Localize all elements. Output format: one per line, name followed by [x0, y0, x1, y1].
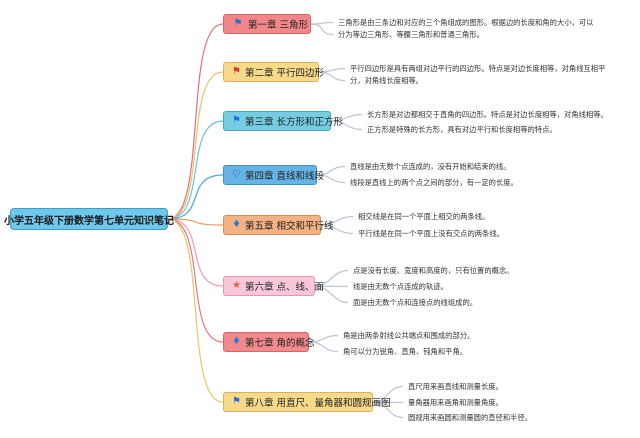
- note-text: 三角形是由三条边和对应的三个角组成的图形。根据边的长度和角的大小，可以: [338, 18, 594, 27]
- branch-line: [167, 218, 224, 343]
- chapter-label: 第四章 直线和线段: [244, 171, 324, 182]
- branch-line: [167, 218, 224, 403]
- chapter-node[interactable]: ♦第七章 角的概念: [223, 332, 315, 352]
- note-connector: [310, 23, 334, 36]
- note-connector: [330, 120, 363, 131]
- note-connector: [318, 71, 346, 82]
- branch-line: [167, 71, 224, 220]
- chapter-label: 第六章 点、线、面: [244, 282, 324, 293]
- branch-line: [167, 218, 224, 287]
- note-text: 线是由无数个点连成的轨迹。: [353, 282, 448, 291]
- note-text: 正方形是特殊的长方形，具有对边平行和长度相等的特点。: [367, 125, 557, 134]
- note-text: 面是由无数个点和连接点的线组成的。: [353, 298, 478, 307]
- note-text: 分为等边三角形、等腰三角形和普通三角形。: [338, 30, 484, 39]
- note-connector: [316, 174, 346, 184]
- note-text: 量角器用来画角和测量角度。: [408, 398, 503, 407]
- flag-icon: ⚑: [232, 115, 241, 126]
- chapter-node[interactable]: ♡第四章 直线和线段: [223, 165, 324, 185]
- note-text: 直线是由无数个点连成的，没有开始和结束的线。: [350, 162, 511, 171]
- note-text: 线段是直线上的两个点之间的部分，有一定的长度。: [350, 178, 518, 187]
- note-text: 直尺用来画直线和测量长度。: [408, 382, 503, 391]
- note-text: 平行四边形是具有两组对边平行的四边形。特点是对边长度相等，对角线互相平: [350, 64, 606, 73]
- heart-icon: ♡: [232, 169, 241, 180]
- flag-icon: ⚑: [233, 18, 243, 29]
- chapter-label: 第一章 三角形: [248, 20, 309, 31]
- chapter-label: 第三章 长方形和正方形: [244, 117, 343, 128]
- chapter-label: 第二章 平行四边形: [244, 68, 324, 79]
- note-connector: [320, 224, 354, 235]
- note-text: 相交线是在同一个平面上相交的两条线。: [358, 212, 490, 221]
- root-topic[interactable]: 小学五年级下册数学第七单元知识笔记: [4, 208, 174, 230]
- chapter-node[interactable]: ⚑第八章 用直尺、量角器和圆规画图: [223, 392, 391, 412]
- chapter-node[interactable]: ⚑第三章 长方形和正方形: [223, 111, 343, 131]
- fire-icon: ♦: [232, 219, 241, 230]
- chapter-label: 第七章 角的概念: [244, 338, 315, 349]
- chapter-label: 第五章 相交和平行线: [244, 221, 334, 232]
- fire-icon: ♦: [232, 336, 241, 347]
- note-text: 长方形是对边都相交于直角的四边形。特点是对边长度相等，对角线相等。: [367, 110, 608, 119]
- star-icon: ★: [232, 280, 241, 291]
- note-text: 平行线是在同一个平面上没有交点的两条线。: [358, 229, 504, 238]
- branch-line: [167, 23, 224, 220]
- branch-line: [167, 218, 224, 226]
- branch-line: [167, 120, 224, 220]
- flag-icon: ⚑: [232, 396, 241, 407]
- note-connector: [308, 341, 339, 353]
- chapter-node[interactable]: ⚑第二章 平行四边形: [223, 62, 324, 82]
- chapter-node[interactable]: ⚑ 第一章 三角形: [223, 14, 311, 34]
- note-connector: [372, 401, 404, 419]
- red-flag-icon: ⚑: [232, 66, 241, 77]
- chapter-label: 第八章 用直尺、量角器和圆规画图: [244, 398, 391, 409]
- note-text: 角是由两条射线公共端点和围成的部分。: [343, 331, 475, 340]
- branch-line: [167, 174, 224, 220]
- chapter-node[interactable]: ♦第五章 相交和平行线: [223, 215, 334, 235]
- chapter-node[interactable]: ★第六章 点、线、面: [223, 276, 324, 296]
- note-text: 分，对角线长度相等。: [350, 76, 423, 85]
- note-text: 圆规用来画圆和测量圆的直径和半径。: [408, 413, 533, 422]
- note-text: 点是没有长度、宽度和高度的，只有位置的概念。: [353, 266, 514, 275]
- note-connector: [314, 285, 349, 304]
- note-text: 角可以分为锐角、直角、钝角和平角。: [343, 347, 468, 356]
